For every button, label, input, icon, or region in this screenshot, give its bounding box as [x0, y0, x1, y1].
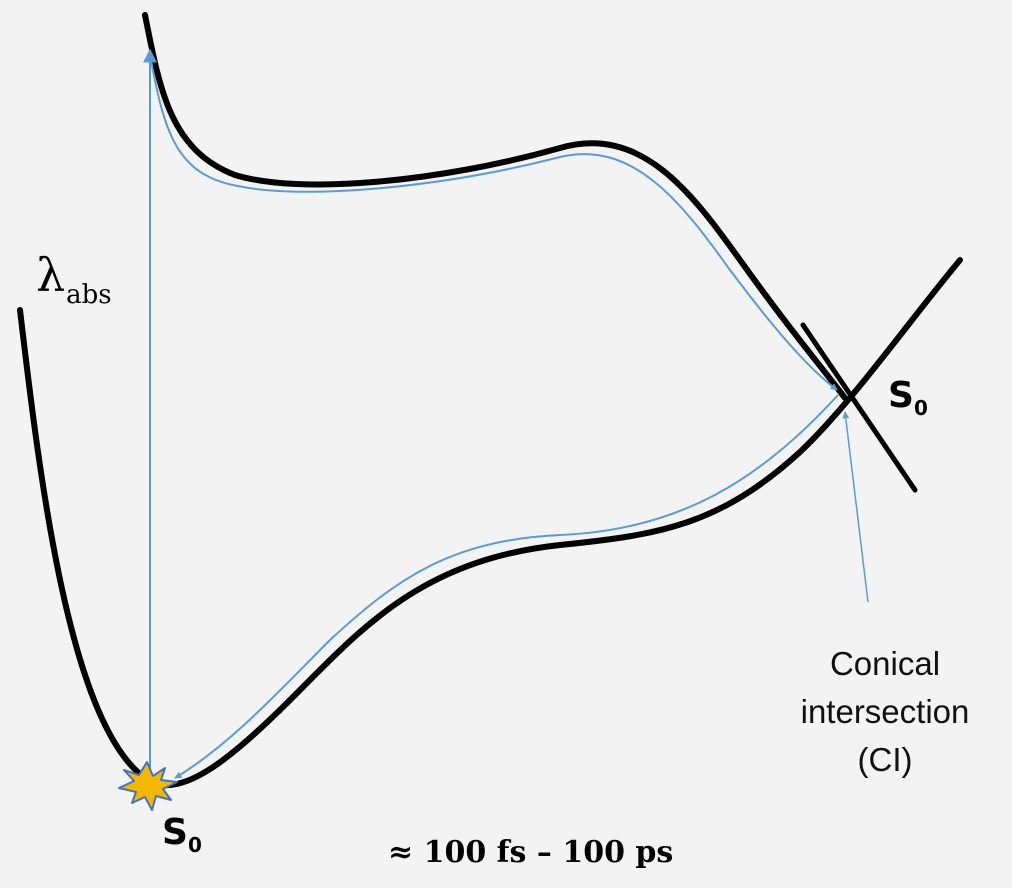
- ground-return-trajectory: [174, 394, 839, 779]
- ground-state-label: S0: [162, 812, 202, 857]
- conical-intersection-caption: Conical intersection (CI): [760, 640, 1010, 784]
- lambda-symbol: λ: [36, 248, 66, 302]
- ground-state-surface: [17, 257, 963, 789]
- ci-caption-line2: intersection: [800, 693, 970, 730]
- excited-state-surface: [142, 12, 848, 401]
- excited-relaxation-trajectory: [149, 54, 838, 391]
- lambda-subscript: abs: [66, 280, 112, 310]
- timescale-label: ≈ 100 fs – 100 ps: [388, 835, 674, 870]
- ci-caption-line1: Conical: [829, 645, 941, 682]
- absorption-label: λabs: [36, 252, 112, 308]
- ci-caption-line3: (CI): [857, 741, 913, 778]
- ci-pointer-arrow: [842, 411, 869, 603]
- crossing-surface-line: [800, 322, 918, 493]
- crossing-state-label: S0: [888, 375, 928, 420]
- excitation-burst-icon: [118, 761, 178, 811]
